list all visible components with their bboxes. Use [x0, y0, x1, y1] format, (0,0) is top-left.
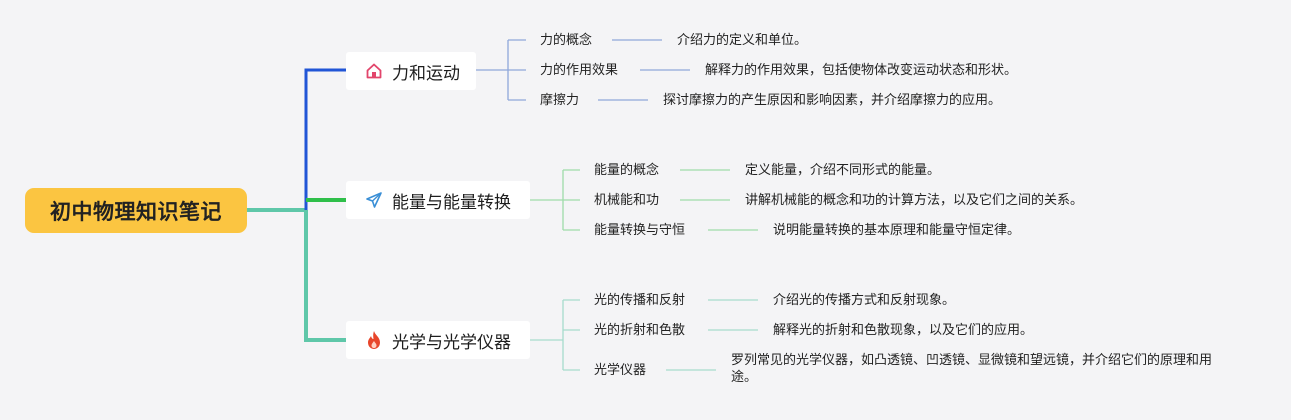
detail-node[interactable]: 说明能量转换的基本原理和能量守恒定律。	[773, 222, 1020, 239]
detail-node[interactable]: 讲解机械能的概念和功的计算方法，以及它们之间的关系。	[745, 192, 1083, 209]
connector-branch-3	[304, 210, 346, 342]
topic-label: 光的传播和反射	[594, 293, 686, 308]
branch-3-connectors	[530, 299, 758, 371]
detail-text: 说明能量转换的基本原理和能量守恒定律。	[773, 223, 1021, 238]
topic-node[interactable]: 摩擦力	[540, 92, 579, 109]
detail-node[interactable]: 探讨摩擦力的产生原因和影响因素，并介绍摩擦力的应用。	[663, 92, 1001, 109]
topic-label: 力的作用效果	[540, 63, 619, 78]
detail-node[interactable]: 介绍光的传播方式和反射现象。	[773, 292, 955, 309]
home-icon	[364, 61, 384, 81]
topic-label: 力的概念	[540, 33, 593, 48]
root-label: 初中物理知识笔记	[50, 199, 222, 224]
topic-node[interactable]: 能量转换与守恒	[594, 222, 685, 239]
detail-text: 定义能量，介绍不同形式的能量。	[745, 163, 941, 178]
detail-text: 罗列常见的光学仪器，如凸透镜、凹透镜、显微镜和望远镜，并介绍它们的原理和用途。	[731, 353, 1213, 385]
detail-text: 解释力的作用效果，包括使物体改变运动状态和形状。	[705, 63, 1018, 78]
detail-text: 探讨摩擦力的产生原因和影响因素，并介绍摩擦力的应用。	[663, 93, 1002, 108]
topic-node[interactable]: 力的作用效果	[540, 62, 618, 79]
topic-label: 光的折射和色散	[594, 323, 686, 338]
branch-node-force-motion[interactable]: 力和运动	[346, 52, 476, 90]
connector-branch-1	[304, 68, 346, 210]
topic-label: 能量的概念	[594, 163, 660, 178]
topic-label: 摩擦力	[540, 93, 580, 108]
detail-node[interactable]: 罗列常见的光学仪器，如凸透镜、凹透镜、显微镜和望远镜，并介绍它们的原理和用途。	[731, 352, 1221, 386]
branch-1-connectors	[476, 39, 690, 101]
topic-node[interactable]: 光的传播和反射	[594, 292, 685, 309]
topic-label: 机械能和功	[594, 193, 660, 208]
branch-node-energy[interactable]: 能量与能量转换	[346, 181, 530, 219]
detail-node[interactable]: 介绍力的定义和单位。	[677, 32, 807, 49]
branch-node-optics[interactable]: 光学与光学仪器	[346, 321, 530, 359]
topic-node[interactable]: 光的折射和色散	[594, 322, 685, 339]
branch-label: 力和运动	[392, 63, 460, 84]
topic-label: 光学仪器	[594, 363, 647, 378]
detail-node[interactable]: 解释光的折射和色散现象，以及它们的应用。	[773, 322, 1033, 339]
topic-node[interactable]: 光学仪器	[594, 362, 646, 379]
detail-text: 介绍光的传播方式和反射现象。	[773, 293, 956, 308]
topic-node[interactable]: 能量的概念	[594, 162, 659, 179]
branch-label: 能量与能量转换	[392, 192, 511, 213]
topic-node[interactable]: 机械能和功	[594, 192, 659, 209]
detail-text: 解释光的折射和色散现象，以及它们的应用。	[773, 323, 1034, 338]
paper-plane-icon	[364, 190, 384, 210]
root-node[interactable]: 初中物理知识笔记	[25, 188, 247, 233]
topic-node[interactable]: 力的概念	[540, 32, 592, 49]
detail-text: 介绍力的定义和单位。	[677, 33, 808, 48]
detail-text: 讲解机械能的概念和功的计算方法，以及它们之间的关系。	[745, 193, 1084, 208]
detail-node[interactable]: 定义能量，介绍不同形式的能量。	[745, 162, 940, 179]
detail-node[interactable]: 解释力的作用效果，包括使物体改变运动状态和形状。	[705, 62, 1017, 79]
branch-label: 光学与光学仪器	[392, 332, 511, 353]
flame-icon	[364, 330, 384, 350]
topic-label: 能量转换与守恒	[594, 223, 686, 238]
branch-2-connectors	[530, 169, 758, 231]
